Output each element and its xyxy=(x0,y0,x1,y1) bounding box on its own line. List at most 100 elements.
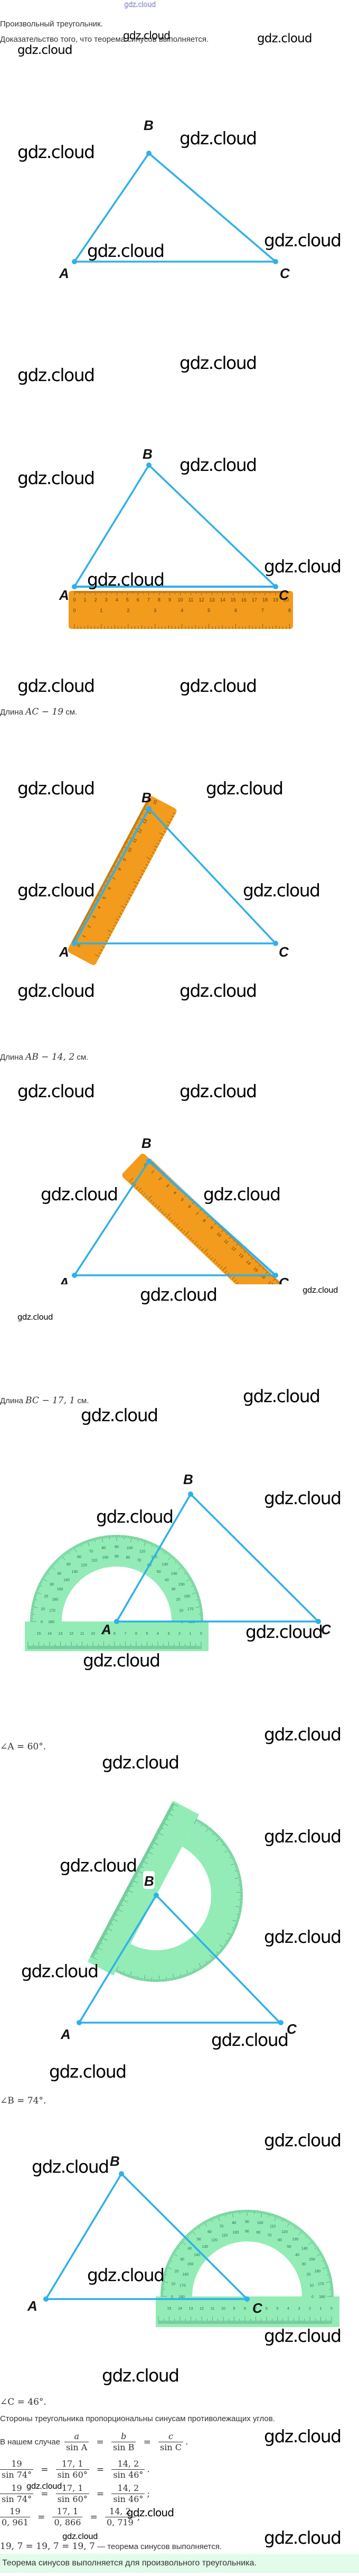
ruler-inch-tick xyxy=(222,1266,226,1271)
vertex-c-dot xyxy=(316,1619,321,1624)
result-math: 19, 7 = 19, 7 = 19, 7 xyxy=(0,2541,95,2552)
ruler-tick xyxy=(131,830,133,831)
ruler-inch-tick xyxy=(116,918,119,921)
protractor-tick xyxy=(192,1591,199,1595)
ruler-inch-label: 7 xyxy=(261,608,264,613)
ruler-tick xyxy=(81,923,83,925)
protractor-tick xyxy=(176,1977,177,1980)
protractor-tick xyxy=(212,1830,214,1833)
ruler-tick xyxy=(269,1272,271,1275)
protractor-tick xyxy=(124,1535,125,1540)
protractor-tick xyxy=(329,2278,332,2280)
protractor-ruler-tick xyxy=(107,1925,110,1928)
protractor-tick xyxy=(175,1559,177,1561)
protractor-ruler-tick xyxy=(167,1810,171,1812)
watermark: gdz.cloud xyxy=(60,1855,137,1876)
protractor-tick xyxy=(172,1556,174,1559)
watermark: gdz.cloud xyxy=(17,365,95,385)
protractor-tick xyxy=(55,1560,59,1563)
ruler-tick xyxy=(117,856,119,858)
ruler-tick xyxy=(143,808,147,810)
protractor-tick xyxy=(164,2269,167,2271)
protractor-ruler-tick xyxy=(135,1870,139,1873)
protractor-label-outer: 120 xyxy=(281,2230,288,2234)
protractor-tick xyxy=(313,2243,316,2245)
protractor-ruler-tick xyxy=(107,1924,110,1926)
protractor-arc xyxy=(116,1819,243,1982)
protractor-tick xyxy=(190,1579,193,1581)
protractor-ruler-tick xyxy=(128,1884,134,1887)
ruler-inch-tick xyxy=(192,1239,194,1242)
protractor-ruler-label: 12 xyxy=(200,2307,204,2311)
protractor-ruler-label: 15 xyxy=(37,1632,41,1636)
ruler-tick xyxy=(101,886,103,888)
ruler-tick-label: 20 xyxy=(284,597,289,603)
vertex-c-label: C xyxy=(279,263,295,284)
side-bc xyxy=(148,808,277,944)
ruler-tick xyxy=(109,870,113,872)
protractor-tick xyxy=(194,1819,197,1824)
protractor-tick xyxy=(135,1977,136,1980)
protractor-tick xyxy=(168,2259,173,2262)
protractor-arc xyxy=(160,2210,334,2296)
protractor-ruler-label: 12 xyxy=(69,1632,73,1636)
protractor-tick xyxy=(177,1561,180,1563)
ruler-inch-tick xyxy=(143,1193,146,1196)
ruler-tick xyxy=(266,1269,268,1271)
ruler-tick-label: 8 xyxy=(202,1218,207,1224)
protractor-tick xyxy=(318,2250,321,2252)
fraction-den: sin C xyxy=(160,2442,182,2452)
ruler-tick xyxy=(251,1256,254,1260)
watermark: gdz.cloud xyxy=(17,980,95,1001)
protractor: 0010102020303040405050606070708080909010… xyxy=(25,1535,209,1651)
vertex-c-dot xyxy=(273,1273,278,1278)
watermark: gdz.cloud xyxy=(180,980,257,1001)
protractor-ruler-tick xyxy=(120,1900,123,1903)
fraction-num: 14, 2 xyxy=(111,2483,145,2494)
protractor-ruler-tick xyxy=(103,1932,108,1935)
fraction-den: sin 60° xyxy=(57,2470,88,2480)
protractor-tick xyxy=(61,1555,65,1560)
protractor-ruler-tick xyxy=(121,1896,125,1898)
fraction-num: 17, 1 xyxy=(55,2459,89,2470)
protractor-tick xyxy=(320,2254,323,2256)
ruler-tick xyxy=(82,921,85,922)
site-logo[interactable]: gdz.cloud xyxy=(124,1,156,9)
ruler-tick xyxy=(261,1265,263,1267)
protractor-tick xyxy=(35,1591,42,1595)
protractor-tick xyxy=(239,1883,242,1884)
protractor-ruler-tick xyxy=(95,1946,102,1950)
protractor-label-outer: 160 xyxy=(184,1595,191,1598)
ruler-tick xyxy=(135,822,138,824)
protractor-label-outer: 140 xyxy=(171,1572,177,1576)
protractor-tick xyxy=(187,1574,190,1576)
protractor-tick xyxy=(180,2241,182,2244)
vertex-c-label: C xyxy=(279,587,289,603)
protractor-ruler-tick xyxy=(145,1854,148,1856)
protractor-ruler-label: 7 xyxy=(125,1632,127,1636)
protractor-tick xyxy=(46,1570,49,1572)
protractor-ruler-tick xyxy=(94,1949,97,1951)
vertex-b-label: B xyxy=(143,446,153,462)
protractor-tick xyxy=(213,2216,215,2219)
watermark: gdz.cloud xyxy=(17,1081,95,1101)
vertex-a-dot xyxy=(72,584,77,589)
protractor-tick xyxy=(167,1552,169,1555)
watermark: gdz.cloud xyxy=(127,2506,174,2519)
protractor-tick xyxy=(279,2216,281,2219)
protractor-ruler-label: 1 xyxy=(190,1632,192,1636)
ruler-inch-tick xyxy=(150,855,153,857)
ruler-tick xyxy=(124,842,127,844)
ruler-inch-tick xyxy=(136,1186,138,1189)
ruler-tick xyxy=(93,901,96,902)
protractor-tick xyxy=(144,1975,146,1981)
ruler-inch-tick xyxy=(173,1222,176,1225)
protractor-tick xyxy=(186,2234,189,2236)
protractor-tick xyxy=(149,1541,151,1544)
ruler-inch-tick xyxy=(100,949,103,951)
semicolon: ; xyxy=(137,2512,140,2523)
protractor-tick xyxy=(215,1833,218,1836)
protractor-tick xyxy=(194,1589,197,1590)
protractor-ruler-tick xyxy=(147,1849,150,1852)
